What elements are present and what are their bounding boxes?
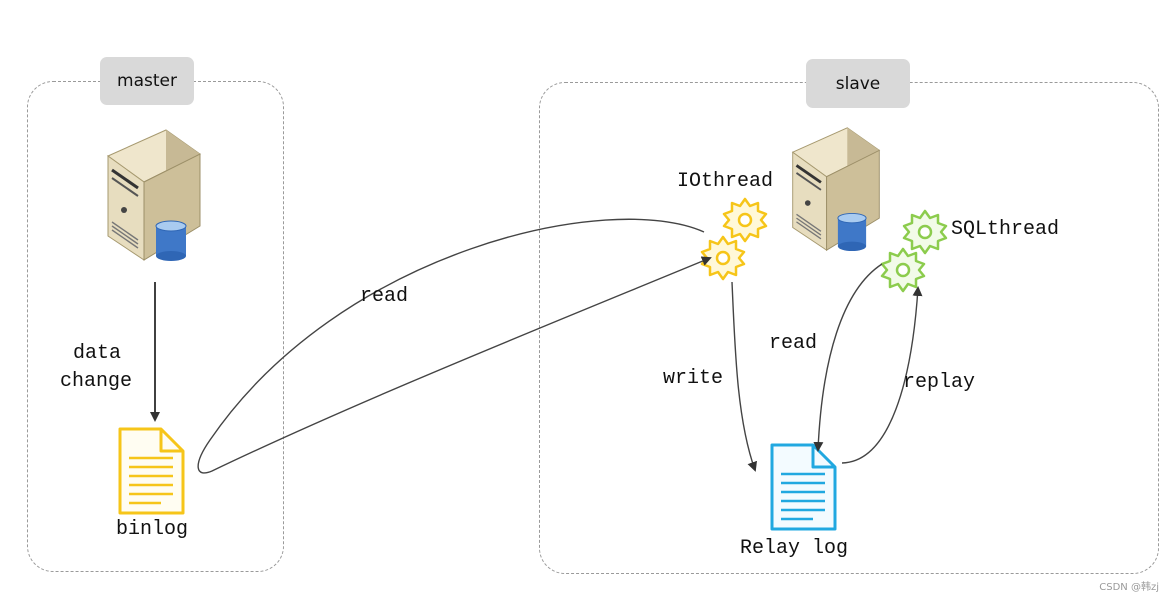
sql-thread-gears-icon (880, 209, 948, 293)
slave-tag: slave (806, 59, 910, 108)
watermark: CSDN @韩zj (1099, 582, 1159, 593)
replay-label: replay (903, 371, 976, 394)
binlog-document-icon (118, 427, 185, 515)
relay-log-label: Relay log (740, 537, 849, 560)
data-change-label-line1: data (73, 342, 122, 365)
io-thread-gears-icon (700, 197, 768, 281)
write-arrow (731, 281, 757, 472)
io-thread-label: IOthread (677, 170, 774, 193)
master-tag: master (100, 57, 194, 105)
master-server-icon (107, 129, 201, 261)
replay-arrow (841, 286, 923, 464)
sql-thread-label: SQLthread (951, 218, 1060, 241)
sql-read-label: read (769, 332, 818, 355)
relay-log-document-icon (770, 443, 837, 531)
sql-read-arrow (813, 263, 883, 452)
slave-server-icon (791, 127, 881, 252)
binlog-read-loop (197, 218, 712, 474)
binlog-label: binlog (116, 518, 189, 541)
binlog-read-label: read (360, 285, 409, 308)
write-label: write (663, 367, 724, 390)
data-change-label-line2: change (60, 370, 133, 393)
